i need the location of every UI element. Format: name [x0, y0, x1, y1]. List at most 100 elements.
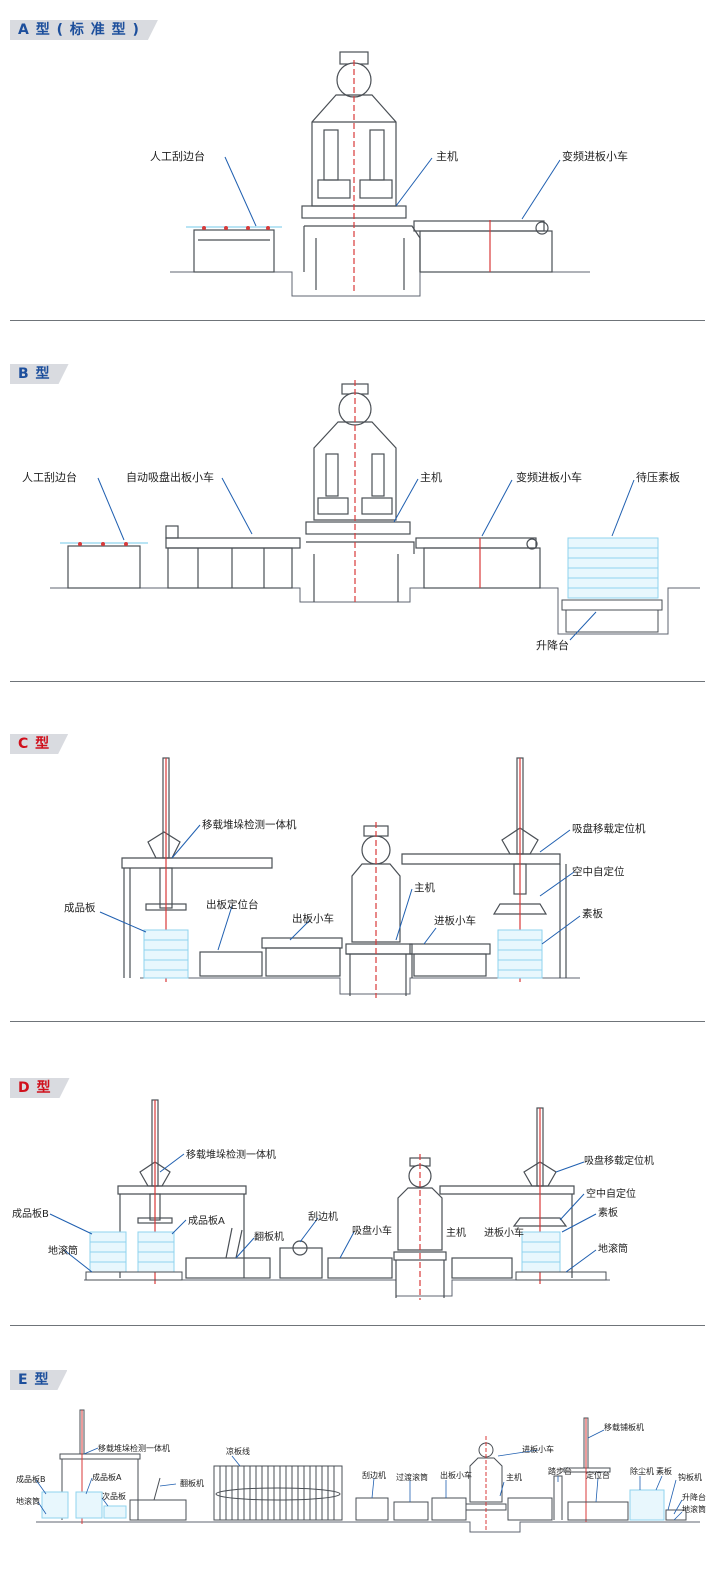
leaders-e	[35, 1429, 683, 1521]
outfeed-table-c	[199, 937, 343, 977]
divider-d	[10, 1325, 705, 1326]
label-b-to-press: 待压素板	[636, 470, 680, 484]
section-d: D 型	[0, 1022, 721, 1326]
suction-positioner-c	[401, 757, 567, 982]
section-a-tag: A 型 ( 标 准 型 )	[10, 20, 158, 40]
label-e-sub-board: 次品板	[102, 1491, 126, 1501]
section-c: C 型	[0, 682, 721, 1022]
main-machine-d	[393, 1154, 447, 1300]
label-d-finished-b: 成品板B	[12, 1207, 49, 1220]
leaders-c	[99, 824, 581, 951]
main-machine-e	[465, 1436, 507, 1530]
leaders-d	[49, 1153, 597, 1273]
label-d-floor-roller-r: 地滚筒	[598, 1242, 628, 1255]
section-b-tag: B 型	[10, 364, 69, 384]
section-d-title: D 型	[18, 1080, 52, 1096]
label-d-suction-pos: 吸盘移载定位机	[584, 1154, 654, 1167]
label-e-cooling: 凉板线	[226, 1446, 250, 1456]
cooling-line-e	[213, 1465, 343, 1521]
ground-c	[140, 977, 580, 995]
label-d-finished-a: 成品板A	[188, 1214, 225, 1227]
label-b-lift: 升降台	[536, 638, 569, 652]
section-b-title: B 型	[18, 366, 51, 382]
mid-line-e	[355, 1497, 467, 1521]
manual-edge-table-b	[60, 542, 148, 589]
label-c-infeed-cart: 进板小车	[434, 914, 476, 927]
section-d-tag: D 型	[10, 1078, 70, 1098]
label-d-raw: 素板	[598, 1206, 618, 1219]
divider-c	[10, 1021, 705, 1022]
label-a-manual-edge: 人工刮边台	[150, 149, 205, 163]
flipper-e	[129, 1477, 187, 1521]
label-e-hook: 钩板机	[678, 1472, 702, 1482]
label-e-infeed-cart: 进板小车	[522, 1444, 554, 1454]
label-e-flipper: 翻板机	[180, 1478, 204, 1488]
vf-cart-b	[415, 537, 541, 589]
mid-line-d	[185, 1227, 393, 1279]
finished-stacks-d	[85, 1231, 183, 1281]
label-e-floor-roller-l: 地滚筒	[16, 1496, 40, 1506]
raw-stack-c	[497, 929, 543, 979]
section-a-title: A 型 ( 标 准 型 )	[18, 22, 140, 38]
label-c-self-center: 空中自定位	[572, 865, 625, 878]
label-c-suction-pos: 吸盘移载定位机	[572, 822, 646, 835]
divider-a	[10, 320, 705, 321]
section-e: E 型	[0, 1326, 721, 1582]
ground-a	[170, 271, 590, 297]
label-c-finished: 成品板	[64, 901, 96, 914]
label-d-infeed-cart: 进板小车	[484, 1226, 524, 1239]
label-b-vf-cart: 变频进板小车	[516, 470, 582, 484]
label-c-outfeed-cart: 出板小车	[292, 912, 334, 925]
label-b-suction-cart: 自动吸盘出板小车	[126, 470, 214, 484]
section-b: B 型	[0, 322, 721, 682]
main-machine-b	[305, 380, 415, 604]
diagram-e: 移载堆垛检测一体机 凉板线 成品板B 成品板A 翻板机 地滚筒 次品板 刮边机 …	[16, 1409, 706, 1533]
label-e-finished-b: 成品板B	[16, 1474, 46, 1484]
label-c-outfeed-pos: 出板定位台	[206, 898, 259, 911]
suction-cart-b	[165, 525, 301, 589]
section-e-title: E 型	[18, 1372, 50, 1388]
raw-stack-d	[515, 1231, 607, 1281]
divider-b	[10, 681, 705, 682]
label-e-step: 踏步台	[548, 1466, 572, 1476]
leaders-a	[224, 156, 561, 227]
main-machine-c	[345, 822, 413, 998]
right-line-e	[507, 1417, 687, 1522]
diagram-a: 人工刮边台 主机 变频进板小车	[150, 51, 628, 297]
label-e-raw: 素板	[656, 1466, 672, 1476]
label-d-stacker: 移载堆垛检测一体机	[186, 1148, 276, 1161]
label-c-main: 主机	[414, 881, 435, 894]
label-a-main: 主机	[436, 149, 458, 163]
section-c-title: C 型	[18, 736, 51, 752]
leaders-b	[97, 477, 635, 641]
label-e-positioner: 定位台	[586, 1470, 610, 1480]
label-e-edger: 刮边机	[362, 1470, 386, 1480]
label-e-duster: 除尘机	[630, 1466, 654, 1476]
label-c-stacker: 移载堆垛检测一体机	[202, 818, 297, 831]
section-e-tag: E 型	[10, 1370, 67, 1390]
ground-e	[36, 1521, 700, 1533]
label-d-self-center: 空中自定位	[586, 1187, 636, 1200]
diagram-c: 移载堆垛检测一体机 吸盘移载定位机 成品板 出板定位台 出板小车 主机 空中自定…	[64, 757, 646, 998]
raw-board-stack-b	[561, 537, 663, 633]
finished-stack-c	[143, 929, 189, 979]
label-e-transit-roller: 过渡滚筒	[396, 1472, 428, 1482]
label-b-manual-edge: 人工刮边台	[22, 470, 77, 484]
diagram-d: 移载堆垛检测一体机 吸盘移载定位机 成品板B 成品板A 地滚筒 翻板机 刮边机 …	[12, 1099, 654, 1300]
label-e-floor-roller-r: 地滚筒	[682, 1504, 706, 1514]
label-b-main: 主机	[420, 470, 442, 484]
manual-edge-table-a	[186, 226, 282, 273]
label-e-stacker: 移载堆垛检测一体机	[98, 1443, 170, 1453]
label-d-flipper: 翻板机	[254, 1230, 284, 1243]
label-e-transfer: 移载铺板机	[604, 1422, 644, 1432]
section-a: A 型 ( 标 准 型 )	[0, 0, 721, 322]
ground-d	[84, 1279, 610, 1297]
label-d-floor-roller-l: 地滚筒	[48, 1244, 78, 1257]
label-a-vf-cart: 变频进板小车	[562, 149, 628, 163]
vf-cart-a	[413, 220, 553, 273]
label-d-suction-cart: 吸盘小车	[352, 1224, 392, 1237]
label-e-finished-a: 成品板A	[92, 1472, 122, 1482]
label-e-main: 主机	[506, 1472, 522, 1482]
label-e-outfeed-cart: 出板小车	[440, 1470, 472, 1480]
main-machine-a	[301, 51, 421, 292]
